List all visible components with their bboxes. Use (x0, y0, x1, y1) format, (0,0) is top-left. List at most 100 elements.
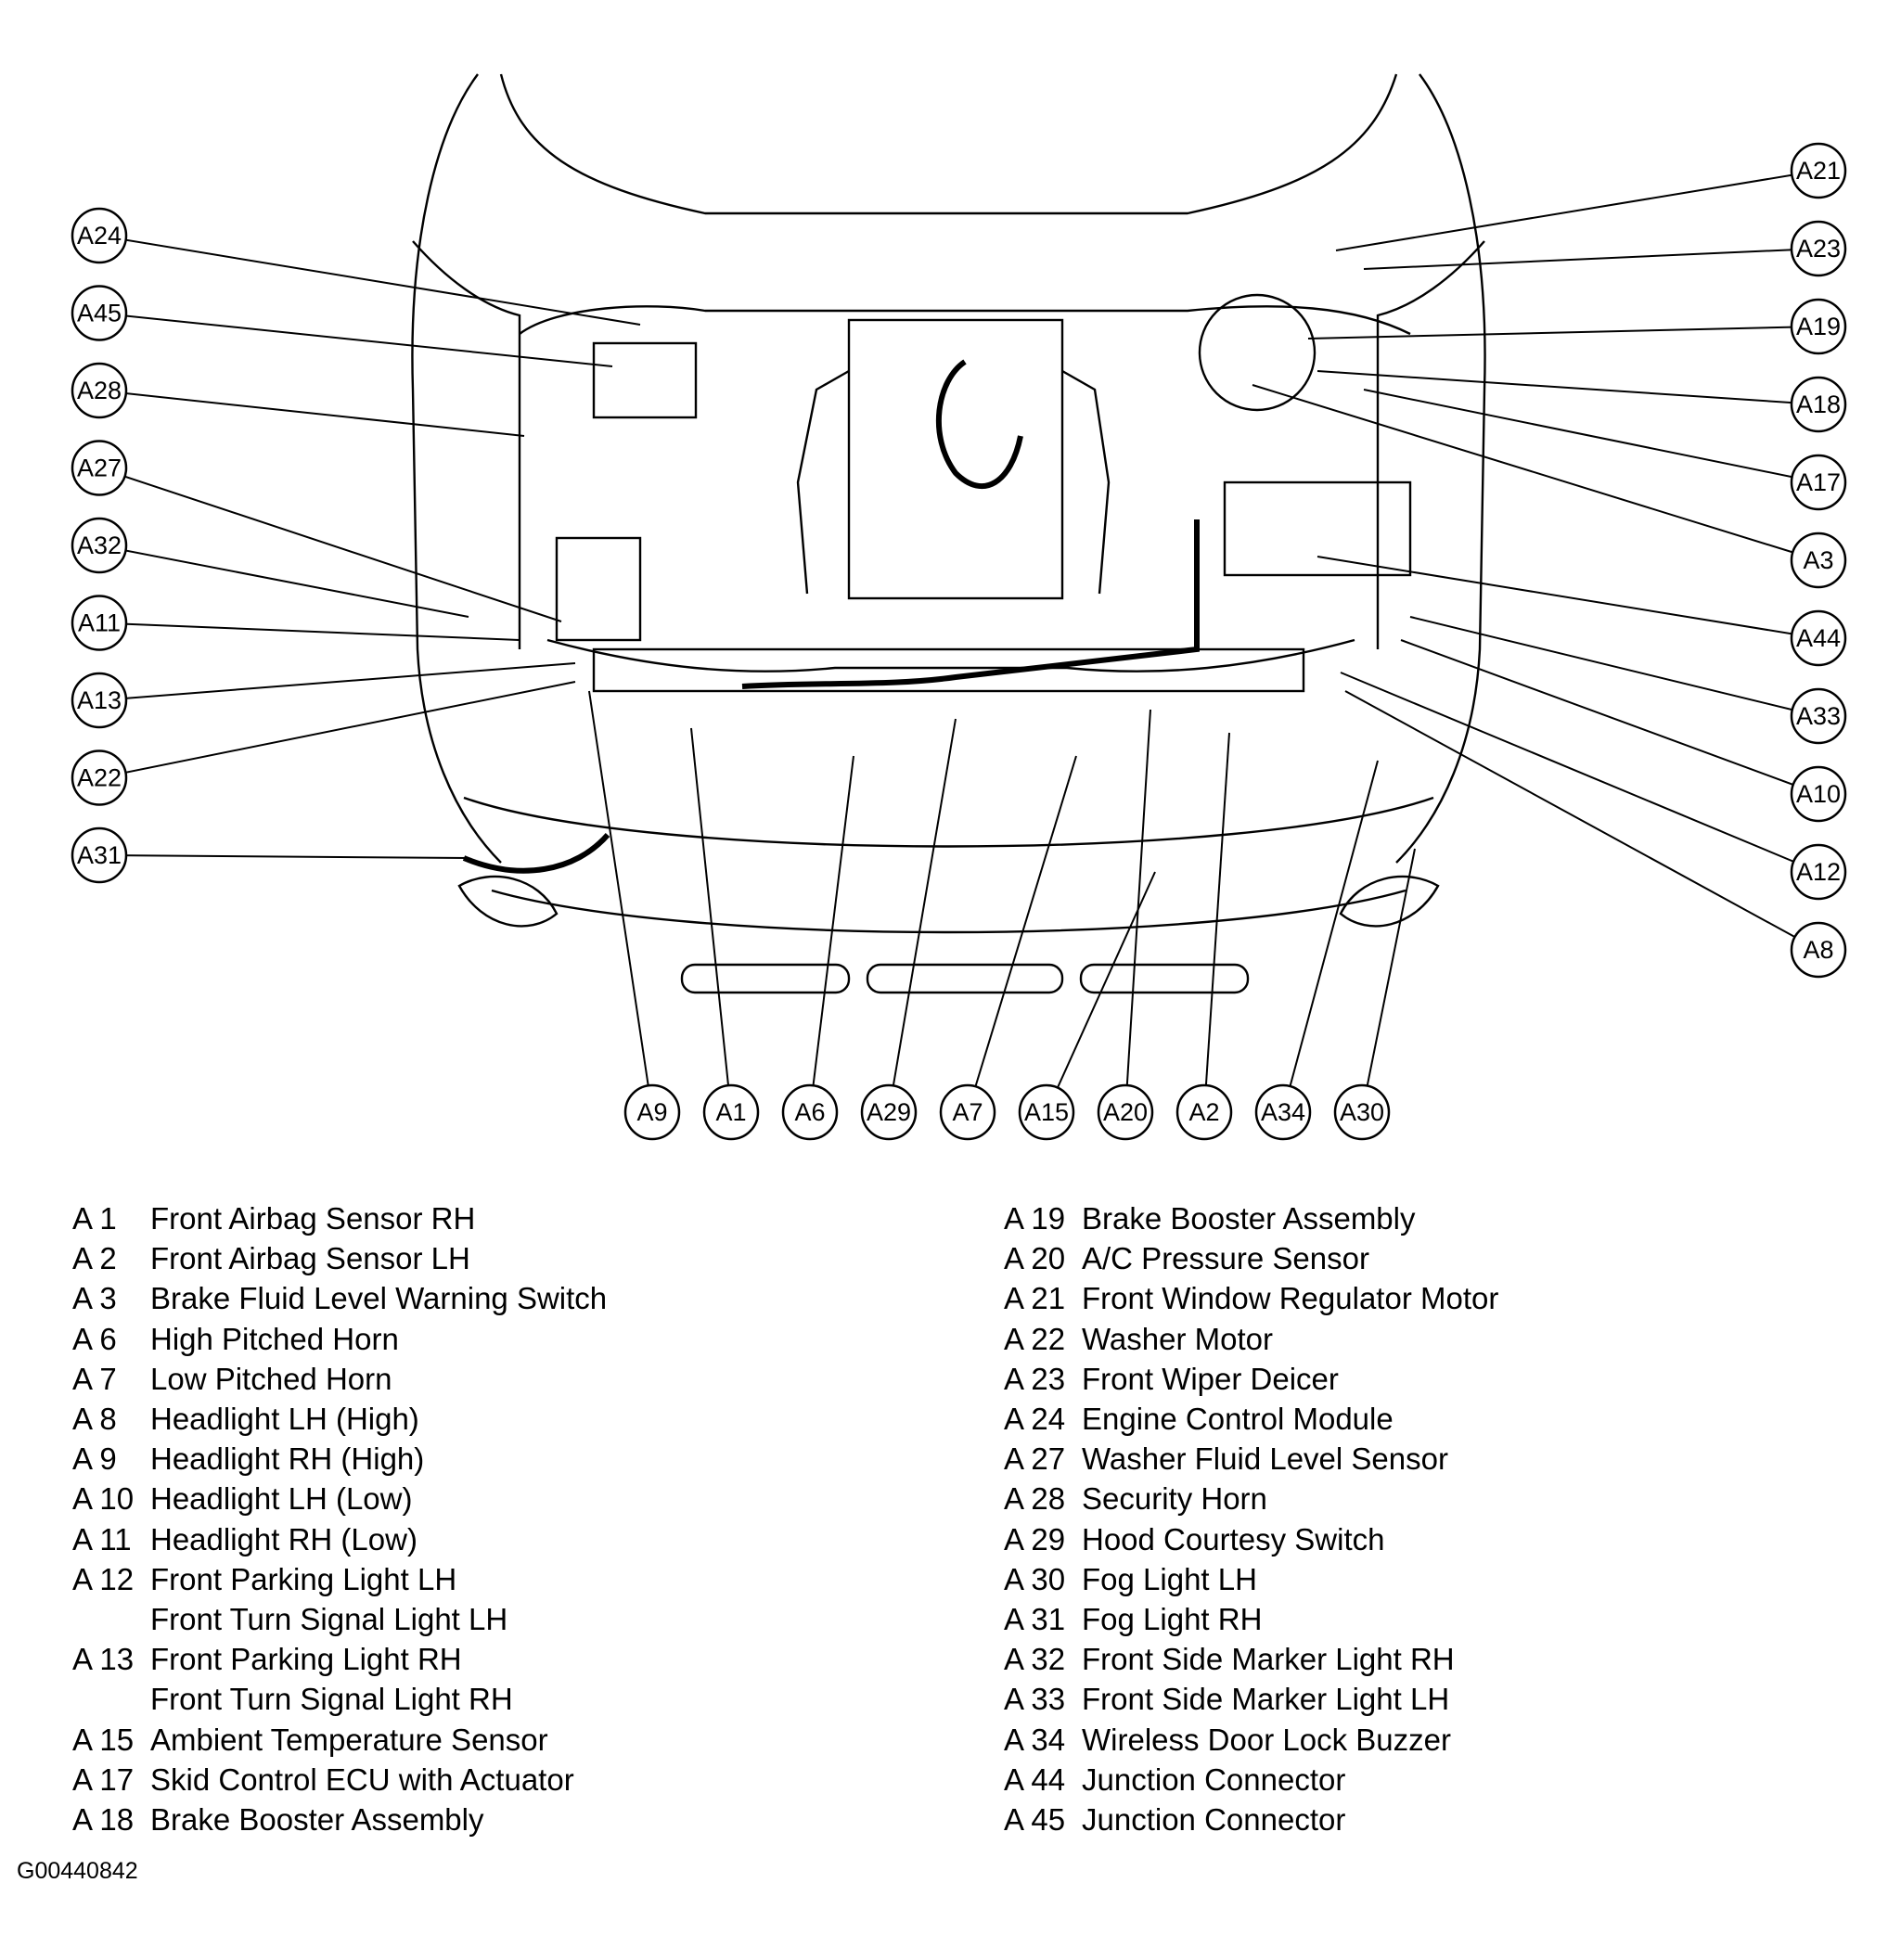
callout-circle (1790, 376, 1847, 433)
leader-line-a6 (809, 755, 854, 1113)
callout-a27: A27 (71, 440, 128, 496)
callout-label: A3 (1803, 546, 1833, 574)
legend-description: Headlight RH (Low) (150, 1521, 417, 1556)
legend-description: Front Wiper Deicer (1082, 1361, 1339, 1396)
legend-description: Front Parking Light LH (150, 1561, 457, 1596)
callout-circle (1254, 1083, 1312, 1141)
legend-description: Skid Control ECU with Actuator (150, 1761, 574, 1797)
legend-row: A 21 Front Window Regulator Motor (1004, 1278, 1498, 1318)
callout-a15: A15 (1018, 1083, 1075, 1141)
legend-code: A 22 (1004, 1321, 1066, 1356)
callout-circle (1175, 1083, 1233, 1141)
callout-label: A20 (1103, 1098, 1148, 1126)
bumper-lower (491, 889, 1406, 934)
legend-description: Brake Booster Assembly (150, 1802, 484, 1838)
legend-code: A 21 (1004, 1281, 1066, 1316)
leader-line-a32 (98, 544, 469, 618)
callout-a21: A21 (1790, 142, 1847, 199)
callout-label: A2 (1188, 1098, 1219, 1126)
legend-description: Washer Fluid Level Sensor (1082, 1441, 1448, 1477)
grille-slot-right (1079, 963, 1250, 994)
intake-manifold (796, 369, 1111, 595)
callout-circle (71, 440, 128, 496)
callout-label: A45 (77, 300, 122, 327)
leader-line-a17 (1363, 389, 1819, 483)
callout-bubbles: A24A45A28A27A32A11A13A22A31A21A23A19A18A… (71, 142, 1847, 1141)
leader-line-a31 (98, 854, 469, 859)
legend-code (72, 1679, 150, 1719)
callout-label: A27 (77, 455, 122, 482)
relay-box (592, 341, 698, 419)
legend-description: Ambient Temperature Sensor (150, 1722, 548, 1757)
leader-line-a2 (1203, 732, 1230, 1113)
legend-row: A 22 Washer Motor (1004, 1319, 1498, 1359)
callout-label: A15 (1024, 1098, 1069, 1126)
callout-circle (71, 285, 128, 341)
callout-label: A18 (1796, 391, 1841, 418)
leader-line-a8 (1344, 690, 1819, 951)
callout-a2: A2 (1175, 1083, 1233, 1141)
callout-a11: A11 (71, 595, 128, 651)
leader-line-a11 (98, 621, 520, 641)
callout-circle (1333, 1083, 1391, 1141)
callout-circle (1097, 1083, 1154, 1141)
legend-code: A 17 (72, 1761, 135, 1797)
callout-a1: A1 (702, 1083, 760, 1141)
legend-description: Front Turn Signal Light RH (150, 1682, 513, 1717)
legend-code: A 33 (1004, 1682, 1066, 1717)
callout-label: A23 (1796, 235, 1841, 263)
callout-label: A12 (1796, 858, 1841, 886)
legend-code: A 20 (1004, 1241, 1066, 1276)
leader-line-a33 (1409, 616, 1819, 717)
callout-a7: A7 (939, 1083, 996, 1141)
callout-a24: A24 (71, 207, 128, 264)
legend-description: Front Window Regulator Motor (1082, 1281, 1499, 1316)
callout-label: A11 (78, 609, 121, 637)
legend-row: Front Turn Signal Light RH (72, 1679, 607, 1719)
callout-a9: A9 (623, 1083, 681, 1141)
legend-row: A 11 Headlight RH (Low) (72, 1519, 607, 1559)
callout-a23: A23 (1790, 220, 1847, 277)
callout-circle (71, 207, 128, 264)
legend-code: A 29 (1004, 1521, 1066, 1556)
leader-line-a9 (588, 690, 653, 1113)
callout-circle (1790, 454, 1847, 511)
legend-code: A 24 (1004, 1402, 1066, 1437)
leader-line-a12 (1340, 672, 1819, 873)
callout-label: A32 (77, 532, 122, 559)
legend-code: A 11 (72, 1521, 132, 1556)
leader-line-a10 (1400, 639, 1819, 795)
callout-label: A33 (1796, 702, 1841, 730)
leader-line-a19 (1307, 326, 1819, 339)
legend-description: Front Side Marker Light LH (1082, 1682, 1450, 1717)
callout-a12: A12 (1790, 843, 1847, 901)
legend-code: A 34 (1004, 1722, 1066, 1757)
callout-label: A22 (77, 764, 122, 792)
leader-line-a22 (98, 681, 576, 779)
callout-label: A24 (77, 222, 122, 250)
callout-a6: A6 (781, 1083, 839, 1141)
leader-line-a44 (1317, 556, 1819, 639)
legend-code: A 15 (72, 1722, 135, 1757)
legend-description: Front Side Marker Light RH (1082, 1642, 1455, 1677)
callout-circle (1790, 220, 1847, 277)
callout-circle (702, 1083, 760, 1141)
callout-circle (623, 1083, 681, 1141)
legend-code: A 31 (1004, 1602, 1066, 1637)
callout-circle (1790, 609, 1847, 667)
engine-compartment-diagram: A24A45A28A27A32A11A13A22A31A21A23A19A18A… (71, 73, 1847, 1141)
legend-description: Washer Motor (1082, 1321, 1273, 1356)
legend-code: A 27 (1004, 1441, 1066, 1477)
callout-circle (860, 1083, 918, 1141)
brake-booster (1198, 293, 1317, 412)
legend-description: Brake Booster Assembly (1082, 1201, 1416, 1236)
